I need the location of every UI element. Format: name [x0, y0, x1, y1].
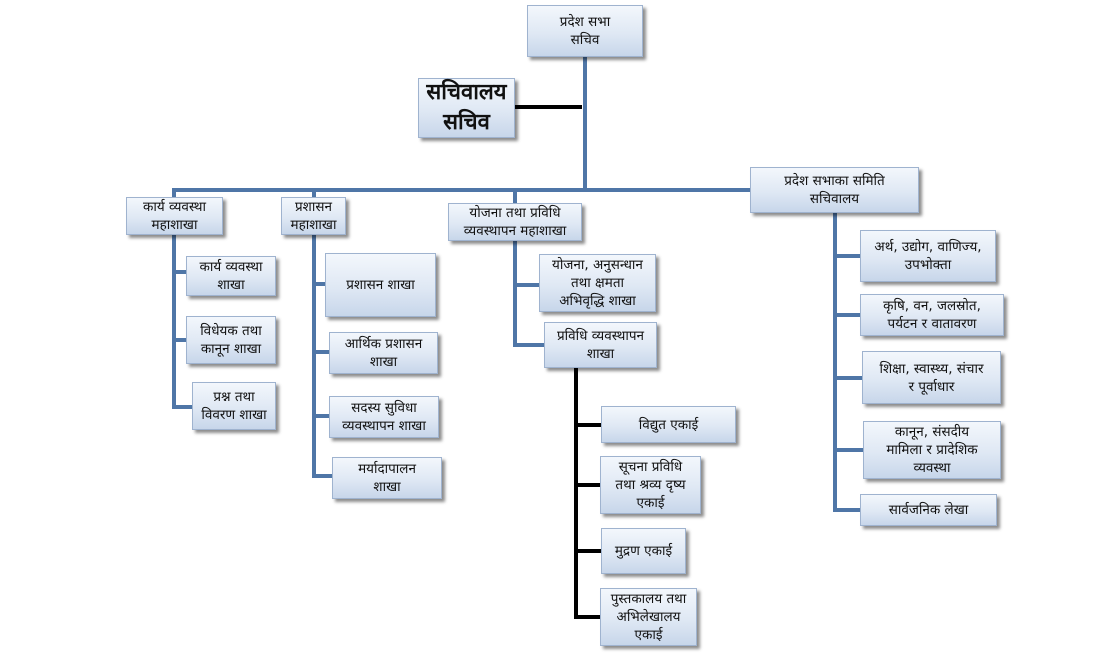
section-maryadapalan: मर्यादापालन शाखा [332, 457, 442, 499]
section-sadasya-suvidha: सदस्य सुविधा व्यवस्थापन शाखा [329, 396, 439, 438]
committee-sarvajanik-lekha: सार्वजनिक लेखा [860, 494, 997, 526]
committee-krishi-van: कृषि, वन, जलस्रोत, पर्यटन र वातावरण [860, 294, 1004, 336]
unit-mudran: मुद्रण एकाई [601, 528, 686, 574]
unit-vidyut: विद्युत एकाई [601, 406, 736, 443]
secretariat-secretary: सचिवालय सचिव [418, 78, 515, 138]
committee-artha-udyog: अर्थ, उद्योग, वाणिज्य, उपभोक्ता [860, 230, 996, 282]
division-samiti-sachivalaya: प्रदेश सभाका समिति सचिवालय [750, 167, 919, 213]
division-karya-vyavastha: कार्य व्यवस्था महाशाखा [126, 197, 223, 235]
unit-pustakalaya: पुस्तकालय तथा अभिलेखालय एकाई [600, 588, 697, 646]
division-yojana-pravidhi: योजना तथा प्रविधि व्यवस्थापन महाशाखा [448, 203, 582, 241]
division-prashasan: प्रशासन महाशाखा [281, 197, 346, 235]
unit-suchana-pravidhi: सूचना प्रविधि तथा श्रव्य दृष्य एकाई [600, 456, 701, 514]
section-karya-vyavastha: कार्य व्यवस्था शाखा [186, 256, 276, 296]
provincial-assembly-secretary: प्रदेश सभा सचिव [527, 5, 643, 57]
section-vidheyak-kanun: विधेयक तथा कानून शाखा [186, 316, 276, 364]
section-arthik-prashasan: आर्थिक प्रशासन शाखा [329, 332, 438, 374]
committee-shiksha-swasthya: शिक्षा, स्वास्थ्य, संचार र पूर्वाधार [862, 351, 1001, 404]
section-pravidhi-vyavasthapan: प्रविधि व्यवस्थापन शाखा [544, 322, 657, 368]
section-prashasan: प्रशासन शाखा [325, 253, 436, 317]
committee-kanun-sansadiya: कानून, संसदीय मामिला र प्रादेशिक व्यवस्थ… [863, 421, 1001, 479]
section-yojana-anusandhan: योजना, अनुसन्धान तथा क्षमता अभिवृद्धि शा… [539, 254, 656, 312]
section-prashna-vivaran: प्रश्न तथा विवरण शाखा [192, 382, 276, 430]
